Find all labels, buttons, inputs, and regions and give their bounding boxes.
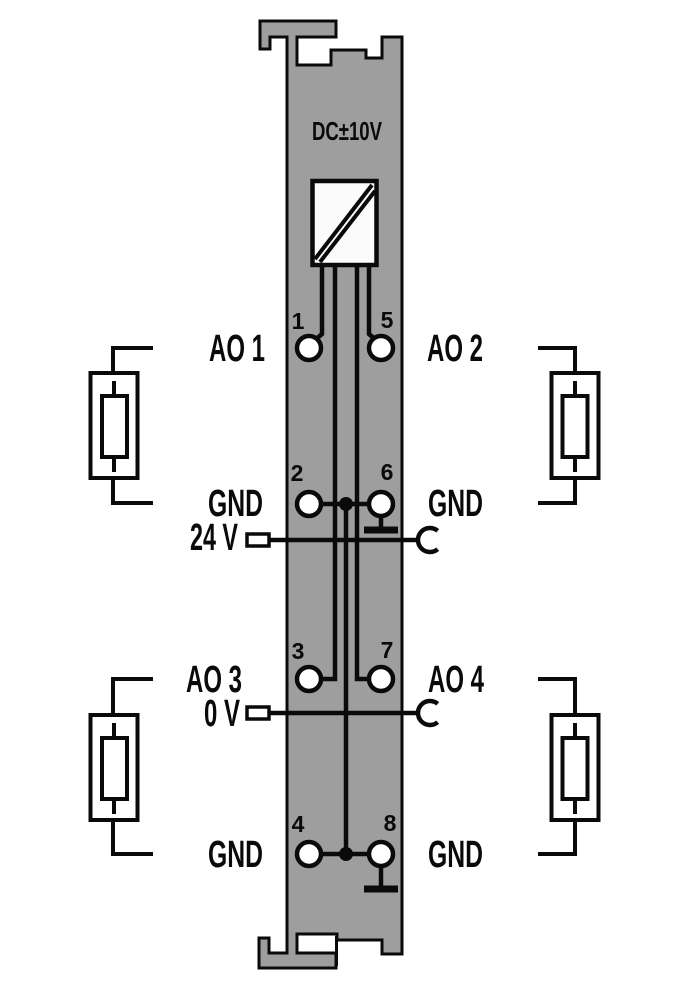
load-resistor <box>100 394 129 459</box>
terminal-number-5: 5 <box>381 307 394 333</box>
label-ao3: AO 3 <box>186 659 242 701</box>
rail-0v-tap-icon <box>415 698 440 728</box>
rail-24v-tap-icon <box>415 525 440 555</box>
terminals <box>294 333 396 869</box>
terminal-number-8: 8 <box>384 810 397 836</box>
junction-dot-row2 <box>339 497 353 511</box>
terminal-number-4: 4 <box>292 811 305 837</box>
terminal-6 <box>366 489 396 519</box>
terminal-2 <box>294 489 324 519</box>
load-left-top <box>88 346 153 505</box>
label-gnd-left-top: GND <box>208 483 263 525</box>
module-signal-label: DC±10V <box>312 116 382 146</box>
load-resistor <box>560 736 590 801</box>
internal-wiring <box>312 265 379 861</box>
label-gnd-right-top: GND <box>428 483 483 525</box>
terminal-1 <box>294 333 324 363</box>
terminal-3 <box>294 664 324 694</box>
rail-0v-plug-icon <box>245 705 271 721</box>
label-ao4: AO 4 <box>428 659 484 701</box>
terminal-number-7: 7 <box>381 637 394 663</box>
terminal-4 <box>294 839 324 869</box>
wire-dac-to-t7 <box>354 265 370 682</box>
dac-diagonal-2 <box>318 189 377 264</box>
dac-diagonal-1 <box>313 183 374 261</box>
load-right-top <box>538 346 601 505</box>
load-lead-top <box>538 677 577 715</box>
terminal-number-1: 1 <box>292 308 305 334</box>
terminal-7 <box>366 664 396 694</box>
junction-dot-row4 <box>339 847 353 861</box>
wire-dac-to-t3 <box>320 265 338 682</box>
load-left-bottom <box>88 677 153 856</box>
load-resistor <box>560 394 590 459</box>
label-gnd-left-bottom: GND <box>208 834 263 876</box>
dac-symbol <box>310 178 379 268</box>
terminal-number-6: 6 <box>381 459 394 485</box>
load-lead-bottom <box>538 820 577 856</box>
terminal-8 <box>366 839 396 869</box>
rail-0v <box>245 698 440 728</box>
rail-24v-plug-icon <box>245 532 271 548</box>
load-right-bottom <box>538 677 601 856</box>
label-0v: 0 V <box>204 693 240 735</box>
load-lead-bottom <box>538 478 577 505</box>
load-resistor <box>100 736 129 801</box>
load-lead-bottom <box>111 820 153 856</box>
label-24v: 24 V <box>190 517 238 559</box>
load-lead-top <box>538 346 577 373</box>
label-ao2: AO 2 <box>427 328 483 370</box>
rail-24v <box>245 525 440 555</box>
terminal-5 <box>366 333 396 363</box>
load-lead-bottom <box>111 478 153 505</box>
load-lead-top <box>111 677 153 715</box>
label-gnd-right-bottom: GND <box>428 834 483 876</box>
terminal-number-2: 2 <box>291 460 304 486</box>
load-lead-top <box>111 346 153 373</box>
ground-symbol-t8 <box>364 866 398 893</box>
label-ao1: AO 1 <box>209 328 265 370</box>
terminal-number-3: 3 <box>292 638 305 664</box>
